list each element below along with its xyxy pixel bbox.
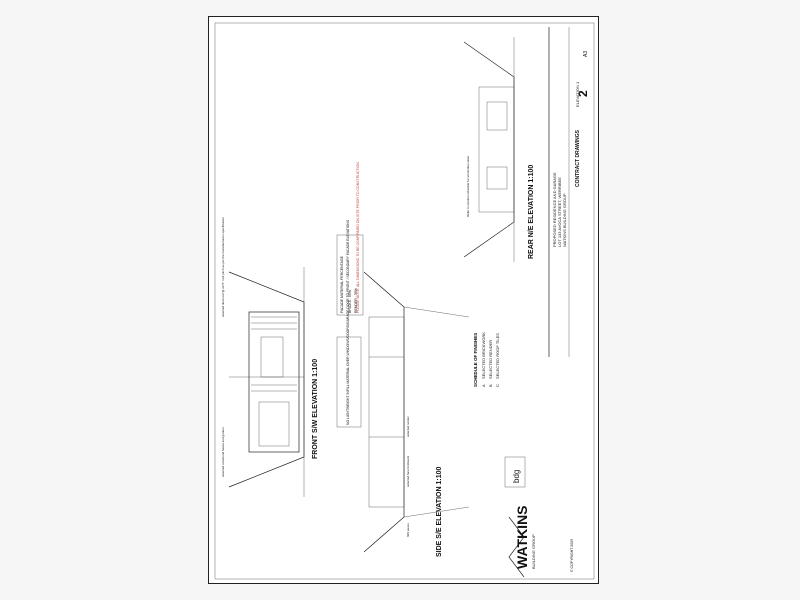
infill-note: NO LIGHTWEIGHT INFILL MATERIAL OVER WIND… [336,219,362,428]
front-elevation: FRONT S/W ELEVATION 1:100 [228,267,319,497]
side-roof-line-2 [403,506,470,518]
side-roof-outline [363,271,405,553]
red-note: PLEASE NOTE: ALL DIMENSIONS TO BE CONFIR… [356,162,360,313]
front-wall [248,311,300,453]
logo-subtext: BUILDING GROUP [531,534,536,569]
front-roof-outline [228,271,305,488]
side-elevation: SIDE S/E ELEVATION 1:100 [363,271,470,557]
render-note: selected render [406,416,410,437]
side-wall [368,316,405,508]
side-elevation-title: SIDE S/E ELEVATION 1:100 [436,467,443,557]
eaves-note: 600 eaves [406,523,410,537]
schedule-code-c: C [495,384,500,387]
infill-note-text: NO LIGHTWEIGHT INFILL MATERIAL OVER WIND… [346,219,350,425]
rear-roof-outline [463,41,515,258]
facade-table-box [336,234,364,316]
project-line-3: WATKINS BUILDING GROUP [562,193,567,247]
front-door [258,401,290,447]
schedule-label-c: SELECTED ROOF TILES [495,333,500,379]
schedule-of-finishes: SCHEDULE OF FINISHES A SELECTED BRICKWOR… [473,332,500,387]
drawing-sheet: FRONT S/W ELEVATION 1:100 SIDE S/E ELEVA… [208,16,599,584]
schedule-label-a: SELECTED BRICKWORK [481,332,486,379]
copyright: © COPYRIGHT 2009 [570,539,574,572]
rear-window-2 [486,166,508,190]
inner-frame [214,22,595,580]
front-elevation-title: FRONT S/W ELEVATION 1:100 [312,359,319,459]
infill-note-box [336,336,362,428]
rear-wall [478,86,515,213]
project-line-1: PROPOSED RESIDENCE AND GARAGE [552,172,557,247]
facade-row-1: BRICKS : 65% [348,290,352,313]
scale-label: A3 [583,51,589,57]
face-brick-note: selected face brickwork [406,455,410,487]
facade-table-header: FACADE MATERIAL PERCENTAGE [340,255,344,313]
roof-pitch-note: selected tiled roof @ 22.5° roof pitch a… [221,217,225,317]
side-roof-line [403,306,470,318]
bdg-box-outline [504,456,526,488]
drawing-title: CONTRACT DRAWINGS [575,129,581,187]
rear-window [486,101,508,131]
facade-row-2: RENDER : 35% [354,288,358,313]
project-line-2: LOT 133 AVOCA STREET, WERRIBEE [557,177,562,247]
schedule-code-b: B [488,384,493,387]
sheet-number: 2 [576,90,590,97]
rear-note: Refer to window schedule for all window … [466,155,470,217]
schedule-label-b: SELECTED RENDER [488,340,493,379]
facade-table: FACADE MATERIAL PERCENTAGE BRICKS : 65% … [336,234,364,316]
title-block: PROPOSED RESIDENCE AND GARAGE LOT 133 AV… [548,27,590,357]
bdg-text: bdg [512,470,521,483]
front-window [260,336,284,378]
rear-elevation-title: REAR N/E ELEVATION 1:100 [528,165,535,259]
bdg-box: bdg [504,456,526,488]
rear-elevation: REAR N/E ELEVATION 1:100 [463,37,535,262]
logo-text: WATKINS [514,505,530,569]
logo-mark [508,516,525,578]
schedule-title: SCHEDULE OF FINISHES [473,333,478,387]
watkins-logo: WATKINS BUILDING GROUP [508,505,536,578]
architectural-drawing: FRONT S/W ELEVATION 1:100 SIDE S/E ELEVA… [214,22,595,580]
fascia-note: selected colorbond fascia and gutters [221,427,225,477]
schedule-code-a: A [481,384,486,387]
front-brick-hatch [251,316,297,392]
sheet-label: ELEVATION 1 [575,81,580,107]
